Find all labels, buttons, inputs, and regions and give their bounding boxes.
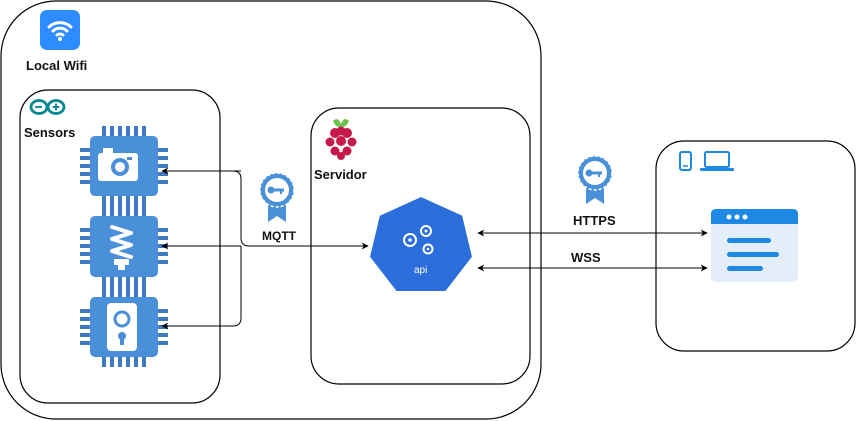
mqtt-label: MQTT xyxy=(262,229,297,243)
sensors-label: Sensors xyxy=(24,125,75,140)
wifi-icon xyxy=(40,10,80,50)
mqtt-connection xyxy=(161,167,369,330)
arduino-icon xyxy=(29,99,66,115)
https-certificate-icon xyxy=(577,155,613,204)
https-label: HTTPS xyxy=(573,213,616,228)
phone-icon xyxy=(679,151,692,171)
camera-chip-icon xyxy=(80,126,168,206)
local-wifi-container xyxy=(0,0,542,420)
raspberry-pi-icon xyxy=(325,119,357,160)
api-icon: api xyxy=(368,195,474,293)
lock-chip-icon xyxy=(80,287,168,367)
local-wifi-label: Local Wifi xyxy=(26,58,87,73)
client-container xyxy=(655,140,856,352)
mqtt-certificate-icon xyxy=(259,172,295,222)
lightbulb-chip-icon xyxy=(80,206,168,287)
laptop-icon xyxy=(700,151,734,171)
wss-label: WSS xyxy=(571,250,601,265)
api-label: api xyxy=(414,265,427,276)
server-label: Servidor xyxy=(314,167,367,182)
browser-window-icon xyxy=(711,209,798,282)
